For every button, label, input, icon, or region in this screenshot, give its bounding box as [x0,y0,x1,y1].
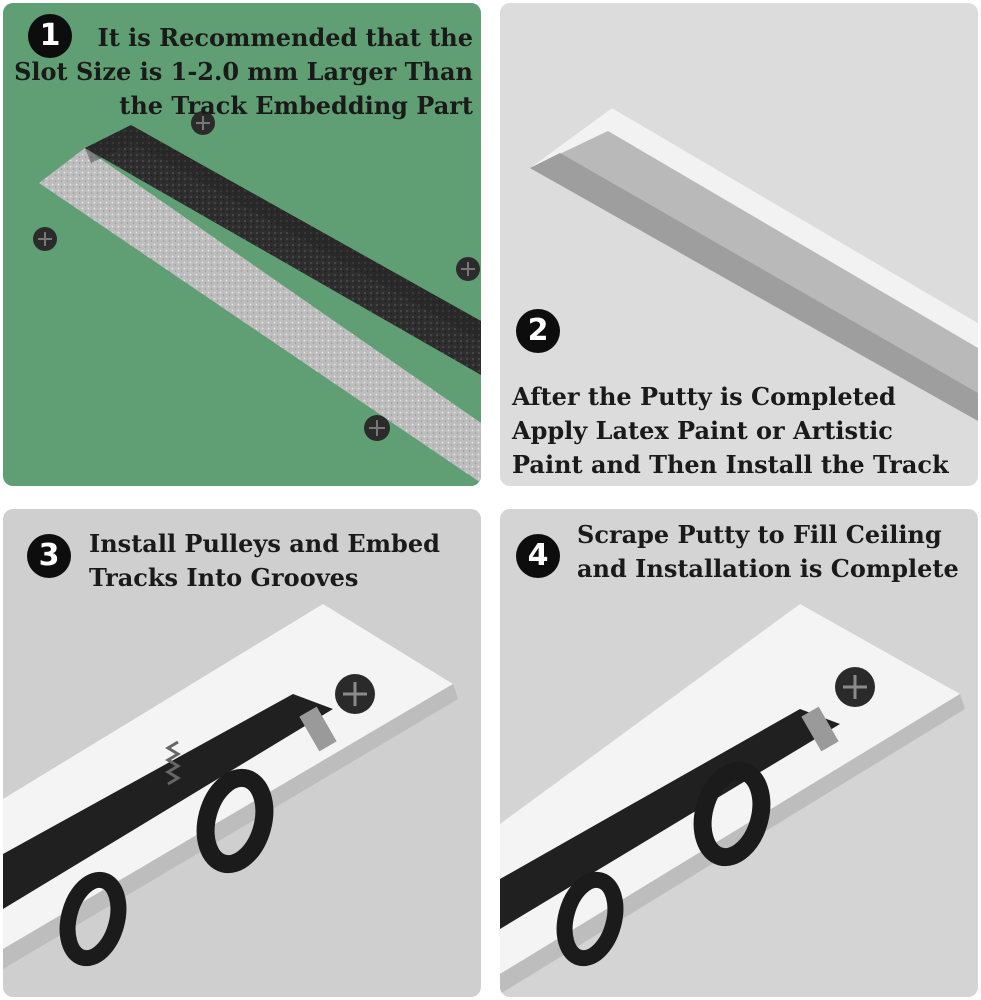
step-4-panel: 4 Scrape Putty to Fill Ceiling and Insta… [500,509,978,997]
step-number-badge: 2 [516,309,560,353]
caption-line: Install Pulleys and Embed [89,529,440,558]
step-number-badge: 3 [27,534,71,578]
step-3-panel: 3 Install Pulleys and Embed Tracks Into … [3,509,481,997]
caption-line: Tracks Into Grooves [89,563,359,592]
caption-line: and Installation is Complete [577,554,959,583]
step-number-badge: 4 [516,534,560,578]
pulley-icon [196,768,274,874]
step-caption: Install Pulleys and Embed Tracks Into Gr… [89,527,440,595]
caption-line: Apply Latex Paint or Artistic [512,416,893,445]
screw-icon [33,227,57,251]
screw-icon [191,111,215,135]
caption-line: the Track Embedding Part [119,91,473,120]
caption-line: Slot Size is 1-2.0 mm Larger Than [14,57,473,86]
caption-line: After the Putty is Completed [512,382,896,411]
step-caption: Scrape Putty to Fill Ceiling and Install… [577,518,959,586]
screw-icon [835,667,875,707]
caption-line: It is Recommended that the [97,23,473,52]
screw-icon [456,257,480,281]
pulley-icon [556,871,624,967]
spring-icon [165,740,181,786]
screw-icon [364,415,390,441]
step-caption: After the Putty is Completed Apply Latex… [512,380,949,482]
step-1-panel: 1 It is Recommended that the Slot Size i… [3,3,481,486]
caption-line: Scrape Putty to Fill Ceiling [577,520,942,549]
slot-groove-illustration [33,111,481,483]
step-caption: It is Recommended that the Slot Size is … [14,21,473,123]
pulley-icon [693,761,771,867]
pulley-icon [59,871,127,967]
step-number-badge: 1 [28,14,72,58]
track-with-pulleys-illustration [3,604,458,969]
caption-line: Paint and Then Install the Track [512,450,949,479]
step-2-panel: 2 After the Putty is Completed Apply Lat… [500,3,978,486]
painted-groove-illustration [530,108,978,421]
completed-track-illustration [500,604,965,994]
screw-icon [335,674,375,714]
